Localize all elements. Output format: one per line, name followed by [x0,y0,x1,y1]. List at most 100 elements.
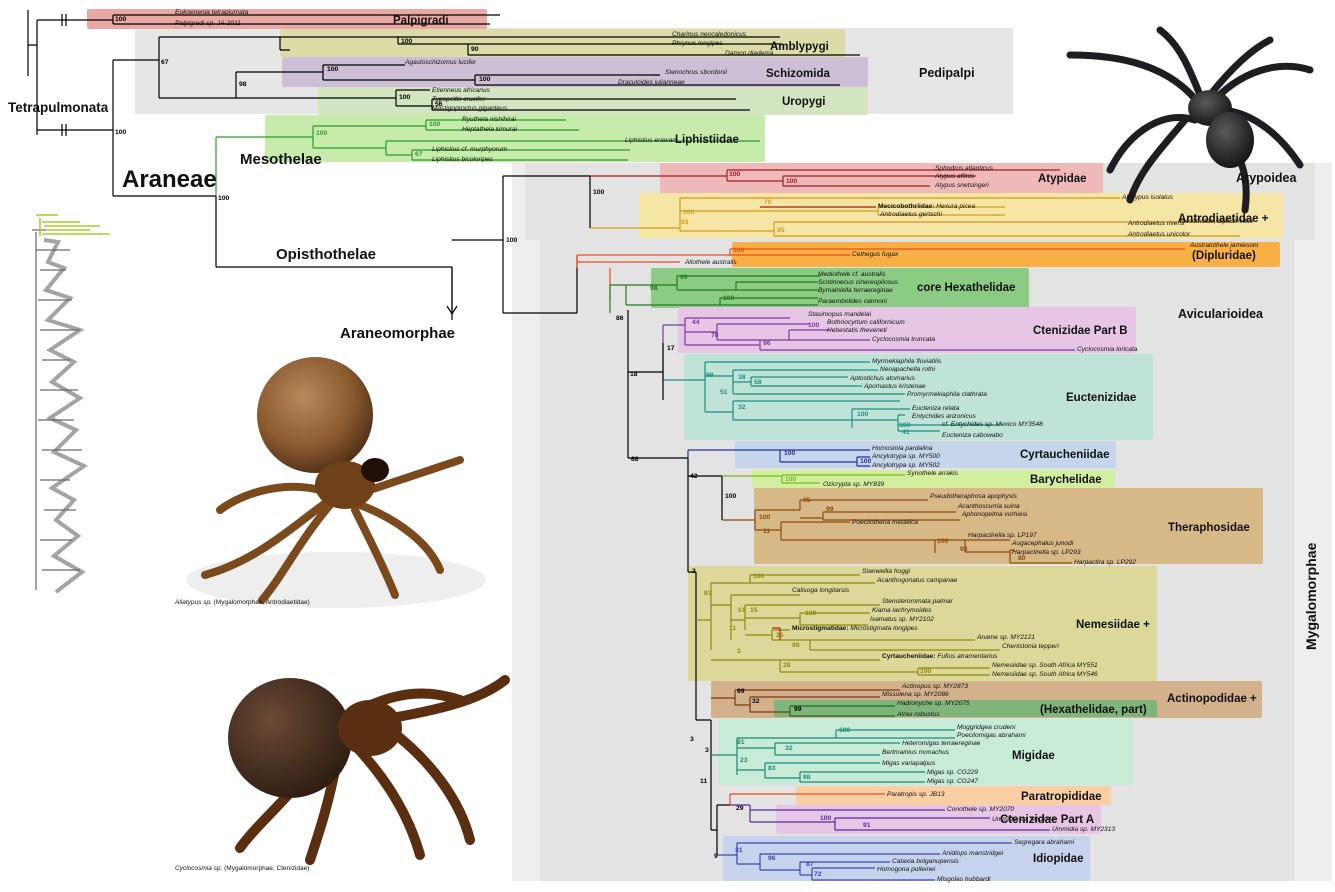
support-value: 100 [593,189,605,196]
tip-label: Myrmekiaphila fluviatilis [872,358,942,365]
clade-label-avicularioidea: Avicularioidea [1178,307,1264,321]
tip-label: Poecilomigas abrahami [957,732,1026,739]
tip-label: Augacephalus junodi [1011,540,1074,547]
support-value: 95 [803,497,811,504]
caption-italic: Cyclocosmia sp. [175,865,223,872]
family-label-idiopidae: Idiopidae [1033,853,1083,865]
support-value: 100 [429,121,441,128]
family-label-palpigradi: Palpigradi [393,15,449,27]
caption-mesothelae: Mesothelae, Liphisthiidae [1180,218,1254,225]
tip-family-prefix: Cyrtaucheniidae: [882,653,936,660]
tip-label: Eucteniza relata [912,405,960,412]
tip-label: Antrodiaetus riversi [1127,220,1185,227]
tip-label: Stasimopus mandelai [808,311,872,318]
family-label-atypidae: Atypidae [1038,173,1087,185]
tip-label: cf. Entychides sp. Mexico MY3548 [942,421,1043,428]
tip-label: Poecilotheria metallica [852,519,918,526]
support-value: 100 [399,94,411,101]
tip-label: Etienneus africanus [432,87,491,94]
tip-label: Bothriocyrtum californicum [827,319,905,326]
family-label-dipluridae: (Dipluridae) [1192,250,1256,262]
support-value: 100 [218,195,230,202]
tip-label: Entychides arizonicus [912,413,976,420]
tip-label: Stenochrus sbordonii [665,69,727,76]
tip-label: Pseudotheraphosa apophysis [930,493,1018,500]
tip-label: Anidiops manstridgei [941,850,1004,857]
support-value: 58 [754,379,762,386]
support-value: 100 [937,538,949,545]
family-label-actinopodidae: Actinopodidae + [1167,693,1257,705]
support-value: 100 [805,610,817,617]
support-value: 23 [740,757,748,764]
support-value: 91 [863,822,871,829]
support-value: 38 [738,374,746,381]
support-value: 32 [785,745,793,752]
support-value: 87 [806,861,814,868]
family-label-nemesiidae: Nemesiidae + [1076,619,1150,631]
caption-rest: (Mygalomorphae, Ctenizidae) [224,865,309,872]
tip-label: Aphonopelma vorhiesi [961,511,1028,518]
tip-label: Nemesiidae sp. South Africa MY551 [992,662,1098,669]
support-value: 51 [720,389,728,396]
tip-label: Agastoschizomus lucifer [404,59,477,66]
family-label-core-hexathelidae: core Hexathelidae [917,282,1015,294]
support-value: 100 [753,573,765,580]
tip-label: Paratropis sp. JB13 [887,791,945,798]
support-value: 32 [752,698,760,705]
support-value: 32 [738,404,746,411]
tip-label: Homostola pardalina [872,445,933,452]
tip-label: Atypus affinis [934,173,975,180]
support-value: 100 [857,411,869,418]
support-value: 100 [723,295,735,302]
tip-label: Atypus snetsingeri [934,182,989,189]
tip-label: Allothele australis [684,259,737,266]
support-value: 100 [506,237,518,244]
support-value: 29 [736,805,744,812]
support-value: 98 [803,774,811,781]
support-value: 96 [768,855,776,862]
support-value: 11 [729,625,736,632]
support-value: 100 [725,493,737,500]
tip-label: Antrodiaetus gertschi [879,211,942,218]
tip-label: Calisoga longitarsis [792,587,850,594]
support-value: 100 [479,76,491,83]
support-value: 93 [681,219,689,226]
tip-label: Actinopus sp. MY2873 [901,683,968,690]
family-label-uropygi: Uropygi [782,96,825,108]
support-value: 100 [820,815,832,822]
clade-label-opisthothelae: Opisthothelae [276,246,376,263]
support-value: 83 [704,590,712,597]
tip-label: Heteromigas terraereginae [902,740,981,747]
support-value: 98 [792,642,800,649]
tip-label: Acanthogonatus campanae [876,577,958,584]
support-value: 67 [161,59,169,66]
support-value: 11 [700,778,707,785]
tip-label: Ummidia sp. MY2313 [1052,826,1115,833]
support-value: 100 [808,322,820,329]
tip-label: Harpactira sp. LP292 [1074,559,1136,566]
support-value: 100 [327,66,339,73]
family-label-barychelidae: Barychelidae [1030,474,1102,486]
support-value: 28 [783,662,791,669]
support-value: 100 [115,16,127,23]
support-value: 100 [899,422,911,429]
tip-label: Eucteniza cabowabo [942,432,1003,439]
support-value: 42 [690,473,698,480]
tip-label: Australothele jamiesoni [1189,242,1259,249]
tip-label: Bymainiella terraereginae [818,287,893,294]
tip-label: Acanthoscurria suina [957,503,1020,510]
tip-label: Misgolas hubbardi [937,876,991,883]
tip-name: Hexura picea [936,203,975,210]
tip-label: Cataxia bolganupensis [892,858,959,865]
support-value: 90 [471,46,479,53]
support-value: 44 [692,319,700,326]
full-tree-thumbnail [32,215,110,592]
support-value: 100 [729,171,741,178]
support-value: 41 [902,429,910,436]
tip-label: Cyclocosmia loricata [1077,346,1138,353]
tip-label: Harpactirella sp. LP197 [968,532,1037,539]
tip-label: Ozicrypta sp. MY839 [823,481,885,488]
family-label-theraphosidae: Theraphosidae [1168,522,1250,534]
tip-label: Missulena sp. MY2086 [882,691,949,698]
